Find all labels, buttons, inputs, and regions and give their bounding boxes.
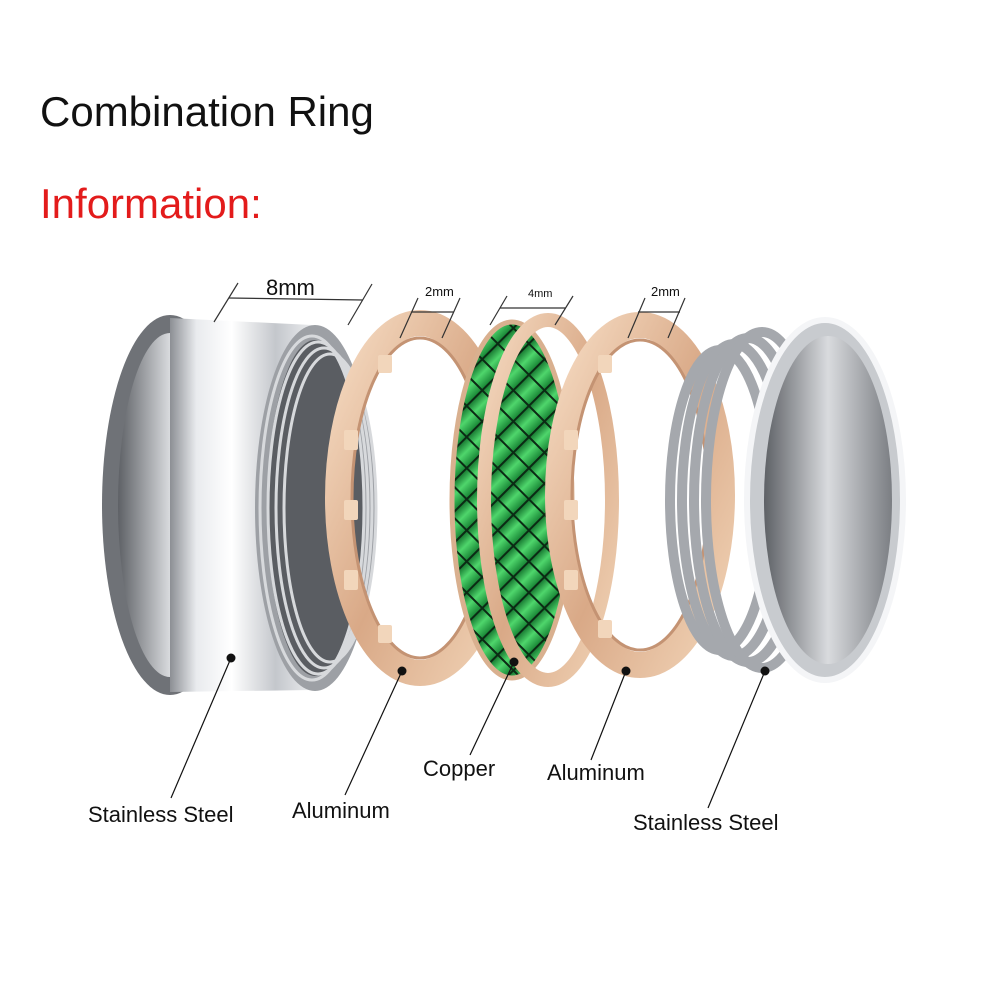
callout-copper [469, 657, 519, 756]
label-steel-left: Stainless Steel [88, 802, 234, 827]
callout-aluminum-right [590, 666, 631, 761]
dimension-4mm: 4mm [489, 288, 574, 326]
dimension-2mm-left: 2mm [399, 284, 461, 339]
label-aluminum-left: Aluminum [292, 798, 390, 823]
label-steel-right: Stainless Steel [633, 810, 779, 835]
steel-inner-ring-right [665, 317, 906, 683]
dimension-label-copper: 4mm [528, 288, 552, 300]
aluminum-ring-right [545, 312, 735, 678]
information-heading: Information: [40, 180, 262, 227]
callout-steel-right [707, 666, 770, 809]
callout-steel-left [170, 653, 236, 799]
dimension-label-8mm: 8mm [266, 275, 315, 300]
dimension-label-aluminum-right: 2mm [651, 284, 680, 299]
copper-ring [449, 313, 619, 687]
label-aluminum-right: Aluminum [547, 760, 645, 785]
dimension-label-aluminum-left: 2mm [425, 284, 454, 299]
callout-aluminum-left [344, 666, 407, 796]
dimension-2mm-right: 2mm [627, 284, 686, 339]
dimension-8mm: 8mm [213, 275, 373, 326]
page-title: Combination Ring [40, 88, 374, 135]
label-copper: Copper [423, 756, 495, 781]
